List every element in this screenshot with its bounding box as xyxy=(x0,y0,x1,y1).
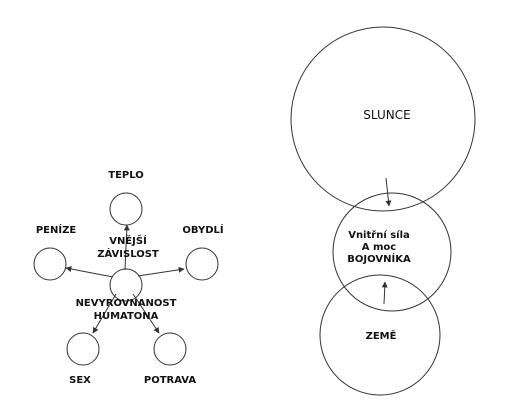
arrow-to-bottom-left xyxy=(92,293,117,334)
middle-label-line3: BOJOVNÍKA xyxy=(347,252,411,265)
sun-label: SLUNCE xyxy=(363,108,410,122)
node-left-label: PENÍZE xyxy=(36,223,77,236)
node-top-label: TEPLO xyxy=(108,170,144,181)
node-bottom-right-label: POTRAVA xyxy=(144,375,196,386)
arrow-earth-to-middle xyxy=(381,281,388,305)
cosmic-diagram: SLUNCE Vnitřní síla A moc BOJOVNÍKA ZEMĚ xyxy=(290,26,476,396)
middle-label-line2: A moc xyxy=(362,242,397,253)
node-right xyxy=(185,247,219,281)
arrow-to-top xyxy=(123,224,130,271)
middle-circle xyxy=(332,192,452,312)
arrow-to-left xyxy=(65,266,114,278)
earth-circle xyxy=(319,274,441,396)
arrow-to-right xyxy=(137,266,185,277)
arrow-sun-to-middle xyxy=(385,177,392,207)
dependency-diagram: TEPLO PENÍZE OBYDLÍ SEX POTRAVA VNĚJŠÍ Z… xyxy=(33,170,224,386)
node-bottom-left xyxy=(66,332,100,366)
middle-label-line1: Vnitřní síla xyxy=(348,229,410,241)
node-bottom-left-label: SEX xyxy=(69,375,91,386)
center-top-label-line1: VNĚJŠÍ xyxy=(109,234,147,247)
node-top xyxy=(109,192,143,226)
node-bottom-right xyxy=(153,332,187,366)
earth-label: ZEMĚ xyxy=(366,329,397,342)
center-bottom-label-line2: HUMATONA xyxy=(94,311,159,322)
center-top-label-line2: ZÁVISLOST xyxy=(97,247,159,260)
node-right-label: OBYDLÍ xyxy=(182,223,223,236)
arrow-to-bottom-right xyxy=(132,293,160,334)
center-node xyxy=(109,268,143,302)
node-left xyxy=(33,247,67,281)
center-bottom-label-line1: NEVYROVNANOST xyxy=(76,298,177,309)
sun-circle xyxy=(290,26,476,212)
